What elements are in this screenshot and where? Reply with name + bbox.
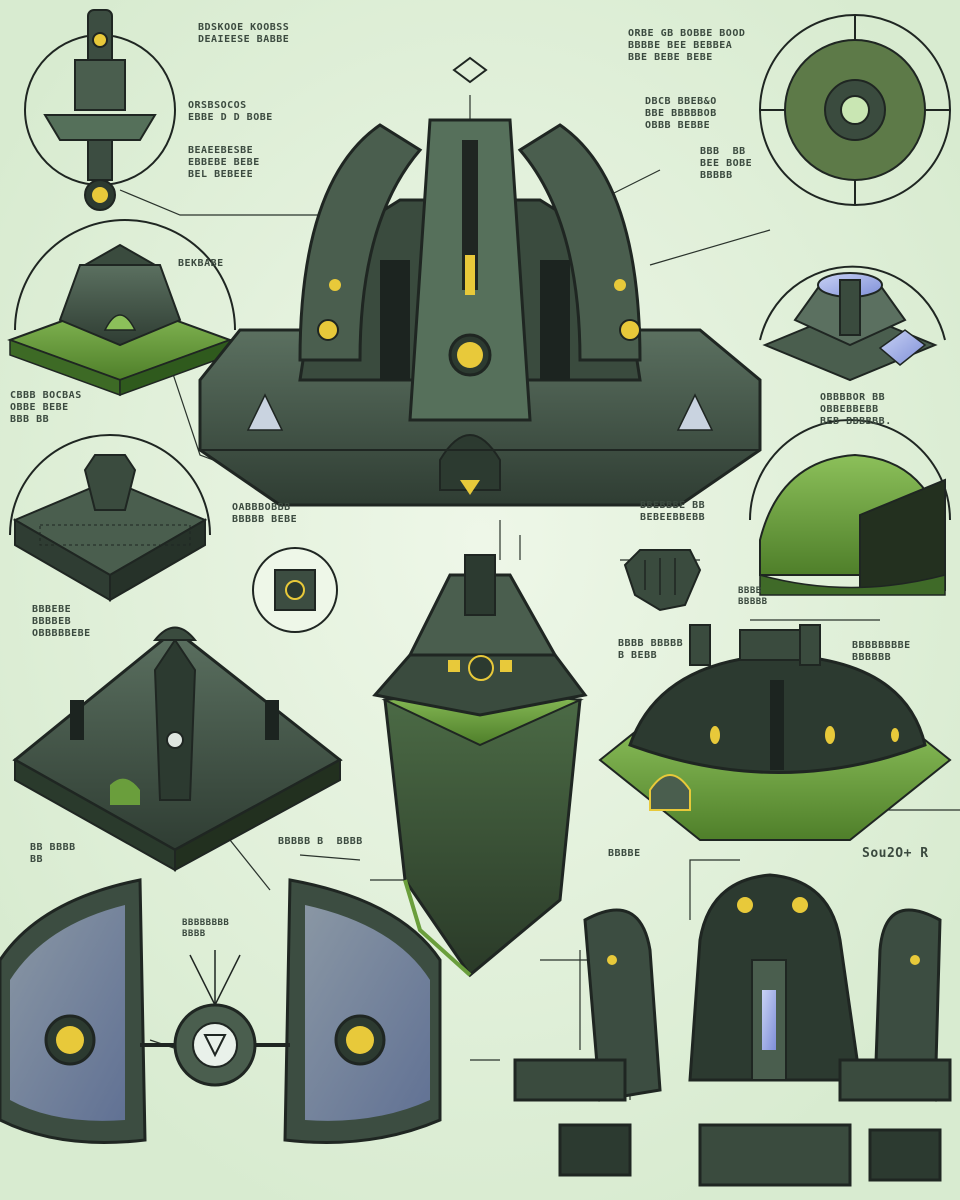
annotation-center-low: BBBBB B BBBB bbox=[278, 836, 363, 847]
annotation-top-left-title: BDSKOOE KOOBSS DEAIEESE BABBE bbox=[198, 22, 290, 45]
annotation-center-right: BBEBBBE BB BEBEEBBEBB bbox=[640, 500, 706, 523]
annotation-left-note: CBBB BOCBAS OBBE BEBE BBB BB bbox=[10, 390, 82, 425]
top-dish-drawing bbox=[759, 14, 951, 206]
fist-module-drawing bbox=[623, 549, 702, 612]
observatory-module-drawing bbox=[759, 265, 946, 382]
ring-fortress-drawing bbox=[9, 434, 211, 602]
annotation-fist-label: BBBB BBBBB bbox=[738, 586, 768, 607]
annotation-top-left-sub: ORSBSOCOS EBBE D D BOBE bbox=[188, 100, 273, 123]
moss-mound-drawing bbox=[749, 419, 951, 596]
mech-fortress-drawing bbox=[513, 873, 952, 1187]
floating-bunker-drawing bbox=[7, 219, 236, 397]
annotation-center-left: OABBBOBBB BBBBB BEBE bbox=[232, 502, 298, 525]
annotation-center-small: BBBB BBBBB B BEBB bbox=[618, 638, 684, 661]
annotation-mid-left: BBBEBE BBBBEB OBBBBBEBE bbox=[32, 604, 91, 639]
annotation-top-right-small: BBB BB BEE BOBE BBBBB bbox=[700, 146, 753, 181]
annotation-top-right-title: ORBE GB BOBBE BOOD BBBBE BEE BEBBEA BBE … bbox=[628, 28, 746, 63]
emblem-circle-drawing bbox=[252, 547, 338, 633]
arena-dome-drawing bbox=[598, 624, 952, 841]
pyramid-fortress-drawing bbox=[12, 626, 343, 872]
annotation-bottom-center: BBBBBBBB BBBB bbox=[182, 918, 230, 939]
annotation-right-low-label: BBBBE bbox=[608, 848, 641, 859]
tower-topview-drawing bbox=[24, 9, 176, 211]
annotation-right-low-code: Sou2O+ R bbox=[862, 846, 929, 861]
annotation-top-left-block: BEAEEBESBE EBBEBE BEBE BEL BEBEEE bbox=[188, 145, 260, 180]
main-fortress-drawing bbox=[198, 56, 762, 507]
wing-assembly-drawing bbox=[0, 878, 442, 1144]
annotation-right-note: OBBBBOR BB OBBEBBEBB BEB BBBBBB. bbox=[820, 392, 892, 427]
floating-island-drawing bbox=[372, 554, 588, 978]
annotation-left-label: BEKBABE bbox=[178, 258, 224, 269]
annotation-left-low: BB BBBB BB bbox=[30, 842, 76, 865]
annotation-top-right-sub: DBCB BBEB&O BBE BBBBBOB OBBB BEBBE bbox=[645, 96, 717, 131]
annotation-right-mid: BBBBBBBBE BBBBBB bbox=[852, 640, 911, 663]
